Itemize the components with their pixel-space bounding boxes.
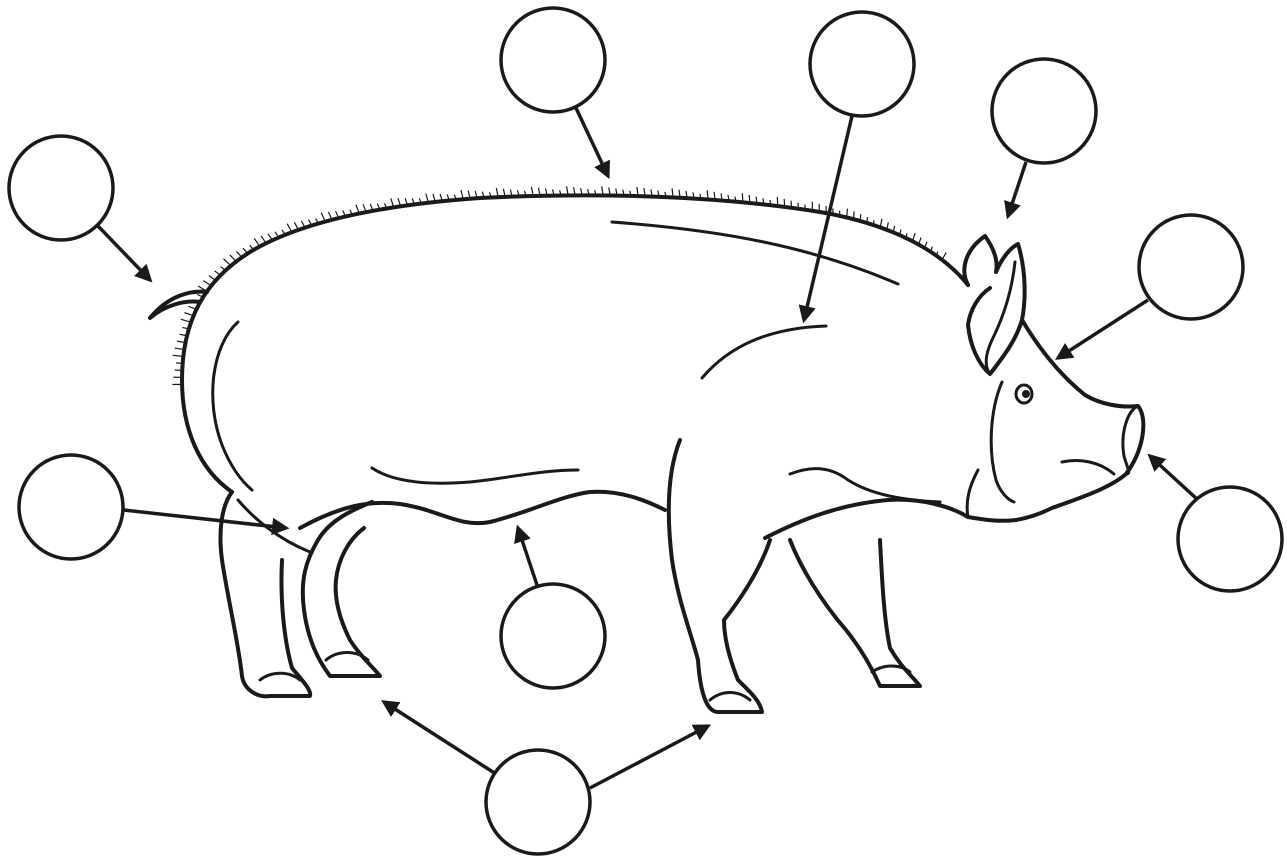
rump-curve	[213, 322, 252, 490]
label-hooves[interactable]	[486, 750, 590, 854]
label-circle-hooves[interactable]	[486, 750, 590, 854]
label-back[interactable]	[501, 8, 605, 112]
belly-line-upper	[372, 468, 578, 483]
front-leg-far	[790, 540, 920, 686]
pig-mouth	[1062, 461, 1114, 475]
label-callouts	[9, 8, 1282, 854]
label-tail[interactable]	[9, 136, 113, 240]
jowl-lower	[967, 470, 978, 517]
label-circle-ham[interactable]	[19, 455, 123, 559]
front-leg-near	[669, 440, 770, 712]
front-leg-near-inner	[710, 693, 750, 701]
chest-line	[765, 500, 968, 538]
pig-body-outline	[182, 195, 968, 492]
label-snout[interactable]	[1178, 487, 1282, 591]
pig-head	[968, 320, 1143, 521]
back-arrow	[576, 108, 608, 176]
pig-pupil	[1022, 390, 1030, 398]
label-circle-eye[interactable]	[1139, 215, 1243, 319]
shoulder-curve	[702, 326, 826, 378]
belly-arrow	[518, 528, 538, 588]
label-shoulder[interactable]	[810, 12, 914, 116]
label-eye[interactable]	[1139, 215, 1243, 319]
label-belly[interactable]	[501, 584, 605, 688]
label-ham[interactable]	[19, 455, 123, 559]
eye-arrow	[1058, 300, 1148, 358]
back-highlight	[612, 222, 898, 284]
pig-jowl	[991, 382, 1014, 502]
label-circle-back[interactable]	[501, 8, 605, 112]
hind-leg-back-inner	[260, 673, 300, 680]
hooves-arrow-right	[590, 726, 708, 788]
hooves-arrow-left	[384, 702, 496, 774]
ham-arrow	[124, 510, 286, 528]
ear-arrow	[1008, 162, 1026, 216]
shoulder-fold	[790, 469, 940, 502]
pig-ear	[964, 236, 1024, 374]
label-circle-belly[interactable]	[501, 584, 605, 688]
label-circle-snout[interactable]	[1178, 487, 1282, 591]
pig-illustration	[150, 186, 1143, 712]
snout-arrow	[1150, 456, 1198, 500]
hind-leg-front	[303, 502, 380, 676]
label-circle-ear[interactable]	[992, 59, 1096, 163]
label-circle-tail[interactable]	[9, 136, 113, 240]
tail-arrow	[98, 226, 150, 280]
label-circle-shoulder[interactable]	[810, 12, 914, 116]
label-ear[interactable]	[992, 59, 1096, 163]
